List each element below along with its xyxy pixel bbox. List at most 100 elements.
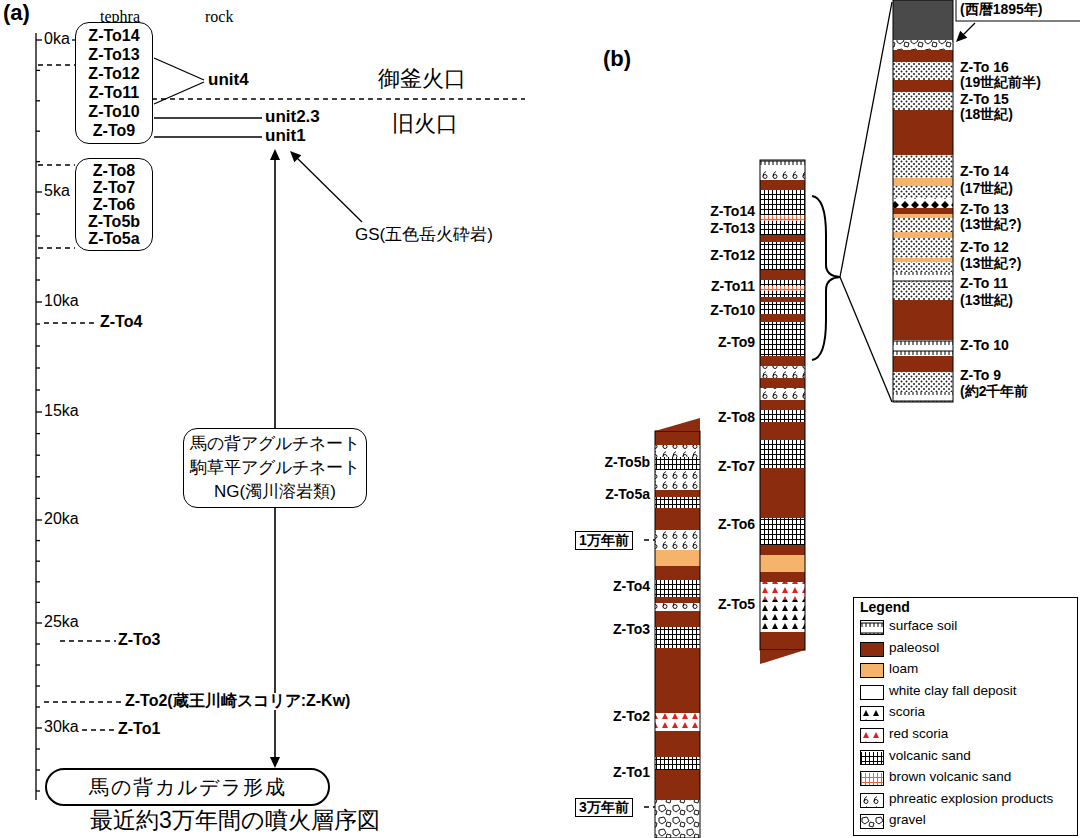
text-label: Z-To4 [100,314,142,331]
text-label: (a) [3,1,30,24]
text-label: 30ka [44,719,79,736]
axis-tick [36,790,40,791]
legend-text: white clay fall deposit [889,684,1017,698]
zoom-line [840,2,892,277]
text-label: Z-To4 [613,579,650,594]
legend-swatch [860,814,884,829]
tephra-group-box: Z-To14Z-To13Z-To12Z-To11Z-To10Z-To9 [75,22,153,144]
stratum-layer [655,445,700,457]
stratum-layer [893,40,953,50]
age-box: 1万年前 [575,531,633,550]
stratum-layer [893,340,953,356]
text-label: (18世紀) [960,107,1013,122]
legend-swatch [860,620,884,635]
legend-frame [854,598,1078,836]
axis-tick [36,161,40,162]
legend-pattern [861,730,883,743]
stratum-layer [893,155,953,178]
text-label: Z-To8 [718,410,755,425]
axis-tick [36,685,40,686]
stratum-layer [655,770,700,800]
stratum-layer [655,800,700,838]
text-label: Z-To 9 [960,368,1001,383]
text-label: Legend [860,600,910,615]
stratum-layer [760,286,805,291]
text-label: 0ka [44,31,70,48]
text-label: 15ka [44,403,79,420]
axis-tick [36,70,40,71]
note-frame [956,0,1080,21]
text-label: Z-To5 [718,597,755,612]
text-label: Z-To5b [604,455,650,470]
axis-tick [36,602,40,603]
text-label: 御釜火口 [378,67,466,90]
text-label: unit1 [265,127,306,145]
text-label: Z-To1 [613,765,650,780]
text-label: (b) [603,47,631,70]
text-label: Z-To5a [605,487,650,502]
legend-swatch [860,685,884,700]
column-outline [760,160,805,650]
text-label: Z-To7 [718,459,755,474]
stratum-layer [893,50,953,62]
legend-symbol [861,730,883,743]
stratum-layer [760,235,805,242]
stratum-layer [760,280,805,286]
text-label: (西暦1895年) [960,2,1042,17]
stratum-layer [655,713,700,731]
axis-tick [36,519,42,520]
legend-swatch [860,728,884,743]
connector [270,508,280,768]
stratum-layer [760,422,805,440]
caption: 最近約3万年間の噴火層序図 [90,808,380,832]
stratum-layer [893,92,953,110]
legend-text: paleosol [889,641,939,655]
connector-line [274,508,276,759]
stratum-layer [760,291,805,297]
axis-tick [36,213,40,214]
stratum-layer [655,418,700,431]
text-label: Z-To2(蔵王川崎スコリア:Z-Kw) [125,693,350,710]
node-text: 駒草平アグルチネート [190,456,360,480]
time-axis [35,33,36,800]
text-label: Z-To 14 [960,164,1009,179]
stratum-layer [760,378,805,388]
stratum-layer [760,518,805,545]
stratum-layer [893,62,953,80]
column-outline [655,431,700,838]
legend-symbol [861,752,883,765]
stratum-layer [893,282,953,300]
axis-tick [36,257,40,258]
legend-pattern [861,708,883,721]
column-outline [893,0,953,402]
stratum-layer [655,603,700,611]
stratum-layer [893,186,953,198]
stratum-layer [760,632,805,650]
stratum-layer [893,214,953,218]
legend-swatch [860,663,884,678]
stratum-layer [655,550,700,566]
legend-swatch [860,750,884,765]
stratum-layer [760,190,805,215]
text-label: (13世紀?) [960,217,1021,232]
text-label: 旧火口 [392,112,458,135]
text-label: Z-To 10 [960,338,1009,353]
legend-pattern [861,816,883,829]
zoom-line [840,277,892,402]
legend-pattern [861,752,883,765]
axis-tick [36,279,40,280]
text-label: (13世紀) [960,293,1013,308]
stratum-layer [760,582,805,600]
stratum-layer [760,600,805,632]
legend-swatch [860,706,884,721]
stratum-layer [655,757,700,770]
stratum-layer [893,356,953,372]
stratum-layer [760,180,805,190]
stratum-layer [760,302,805,314]
axis-tick [36,191,42,192]
node-text: NG(濁川溶岩類) [190,480,360,504]
node-text: Z-To14 [82,26,146,45]
dashed-guide [82,729,116,730]
axis-tick [36,540,40,541]
